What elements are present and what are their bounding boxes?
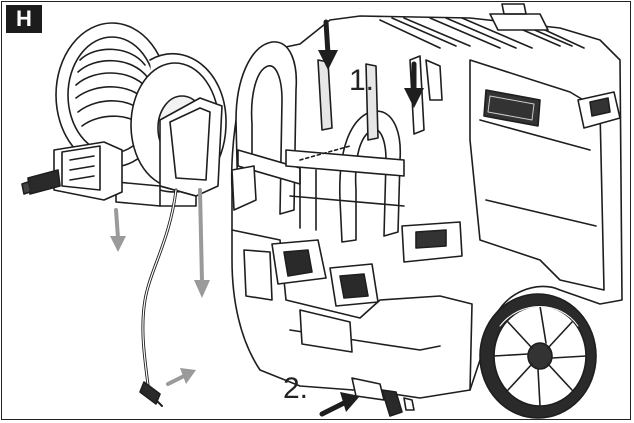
gray-arrows — [110, 188, 210, 386]
pressure-washer-body — [230, 3, 623, 417]
step-1-label: 1. — [349, 64, 375, 97]
figure-badge: H — [6, 5, 42, 33]
hose-reel — [21, 22, 227, 407]
step-2-label: 2. — [283, 372, 309, 405]
wheel — [479, 293, 597, 419]
black-arrows — [318, 19, 424, 417]
